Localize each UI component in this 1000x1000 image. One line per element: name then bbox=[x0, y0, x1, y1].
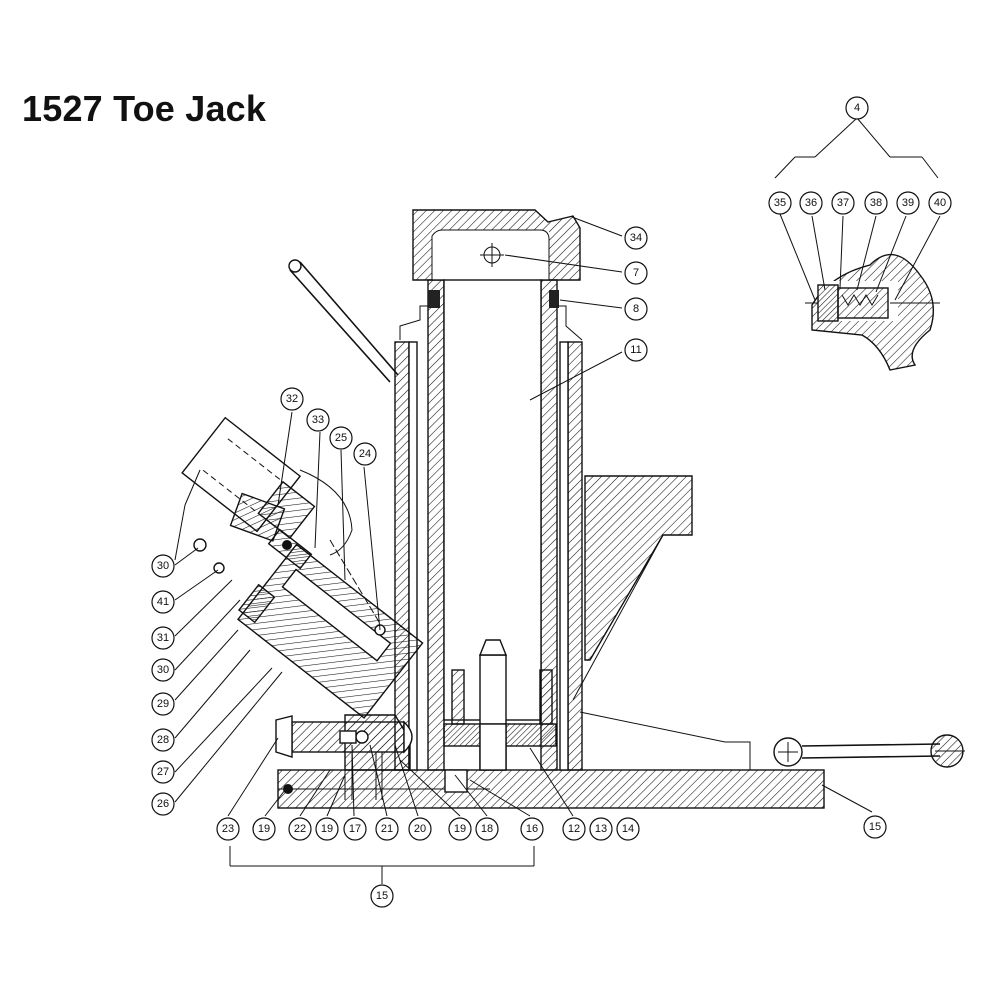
callout-30-upper: 30 bbox=[151, 554, 175, 578]
callout-15-right: 15 bbox=[863, 815, 887, 839]
svg-text:35: 35 bbox=[774, 197, 786, 209]
callout-22: 22 bbox=[288, 817, 312, 841]
svg-text:13: 13 bbox=[595, 823, 607, 835]
callout-28: 28 bbox=[151, 728, 175, 752]
svg-text:15: 15 bbox=[376, 890, 388, 902]
svg-text:11: 11 bbox=[630, 344, 641, 356]
svg-text:19: 19 bbox=[321, 823, 333, 835]
callout-39: 39 bbox=[896, 191, 920, 215]
callout-26: 26 bbox=[151, 792, 175, 816]
callout-37: 37 bbox=[831, 191, 855, 215]
callout-34: 34 bbox=[624, 226, 648, 250]
diagram-title: 1527 Toe Jack bbox=[22, 88, 267, 129]
housing-right-wall bbox=[567, 341, 583, 771]
svg-text:17: 17 bbox=[349, 823, 361, 835]
svg-text:33: 33 bbox=[312, 414, 324, 426]
pivot-pin bbox=[193, 538, 207, 552]
svg-text:12: 12 bbox=[568, 823, 580, 835]
callout-23: 23 bbox=[216, 817, 240, 841]
svg-text:37: 37 bbox=[837, 197, 849, 209]
svg-text:7: 7 bbox=[633, 267, 639, 279]
callout-29: 29 bbox=[151, 692, 175, 716]
svg-text:40: 40 bbox=[934, 197, 946, 209]
svg-text:28: 28 bbox=[157, 734, 169, 746]
jack-body bbox=[181, 209, 965, 809]
svg-text:32: 32 bbox=[286, 393, 298, 405]
callout-15-bottom: 15 bbox=[370, 884, 394, 908]
svg-text:25: 25 bbox=[335, 432, 347, 444]
callout-31: 31 bbox=[151, 626, 175, 650]
toe-ledge bbox=[584, 475, 693, 661]
svg-text:41: 41 bbox=[157, 596, 169, 608]
callout-19-a: 19 bbox=[252, 817, 276, 841]
callout-35: 35 bbox=[768, 191, 792, 215]
callout-4: 4 bbox=[845, 96, 869, 120]
svg-text:14: 14 bbox=[622, 823, 634, 835]
callout-20: 20 bbox=[408, 817, 432, 841]
svg-text:26: 26 bbox=[157, 798, 169, 810]
detail-4-pump-valve bbox=[774, 117, 941, 371]
callout-14: 14 bbox=[616, 817, 640, 841]
leader-lines bbox=[174, 216, 873, 884]
callout-25: 25 bbox=[329, 426, 353, 450]
ram-left-wall bbox=[427, 279, 445, 771]
svg-text:21: 21 bbox=[381, 823, 393, 835]
svg-text:15: 15 bbox=[869, 821, 881, 833]
svg-text:30: 30 bbox=[157, 664, 169, 676]
callout-12: 12 bbox=[562, 817, 586, 841]
callout-27: 27 bbox=[151, 760, 175, 784]
callout-18: 18 bbox=[475, 817, 499, 841]
callout-36: 36 bbox=[799, 191, 823, 215]
callout-13: 13 bbox=[589, 817, 613, 841]
svg-text:36: 36 bbox=[805, 197, 817, 209]
svg-text:34: 34 bbox=[630, 232, 642, 244]
svg-text:29: 29 bbox=[157, 698, 169, 710]
svg-text:4: 4 bbox=[854, 102, 860, 114]
callout-32: 32 bbox=[280, 387, 304, 411]
pump-block bbox=[237, 543, 424, 719]
callout-40: 40 bbox=[928, 191, 952, 215]
svg-text:16: 16 bbox=[526, 823, 538, 835]
callout-19-b: 19 bbox=[315, 817, 339, 841]
svg-text:8: 8 bbox=[633, 303, 639, 315]
callout-24: 24 bbox=[353, 442, 377, 466]
svg-text:19: 19 bbox=[454, 823, 466, 835]
callout-30-lower: 30 bbox=[151, 658, 175, 682]
svg-text:30: 30 bbox=[157, 560, 169, 572]
callout-17: 17 bbox=[343, 817, 367, 841]
callout-8: 8 bbox=[624, 297, 648, 321]
svg-text:23: 23 bbox=[222, 823, 234, 835]
svg-text:38: 38 bbox=[870, 197, 882, 209]
svg-text:24: 24 bbox=[359, 448, 371, 460]
callout-7: 7 bbox=[624, 261, 648, 285]
callout-21: 21 bbox=[375, 817, 399, 841]
callout-38: 38 bbox=[864, 191, 888, 215]
release-screw-head bbox=[275, 715, 293, 758]
callout-19-c: 19 bbox=[448, 817, 472, 841]
svg-text:27: 27 bbox=[157, 766, 169, 778]
callout-33: 33 bbox=[306, 408, 330, 432]
svg-text:39: 39 bbox=[902, 197, 914, 209]
svg-text:31: 31 bbox=[157, 632, 169, 644]
svg-text:18: 18 bbox=[481, 823, 493, 835]
operating-lever bbox=[299, 261, 399, 376]
callout-11: 11 bbox=[624, 338, 648, 362]
callout-16: 16 bbox=[520, 817, 544, 841]
svg-text:20: 20 bbox=[414, 823, 426, 835]
callout-41: 41 bbox=[151, 590, 175, 614]
svg-text:19: 19 bbox=[258, 823, 270, 835]
svg-text:22: 22 bbox=[294, 823, 306, 835]
